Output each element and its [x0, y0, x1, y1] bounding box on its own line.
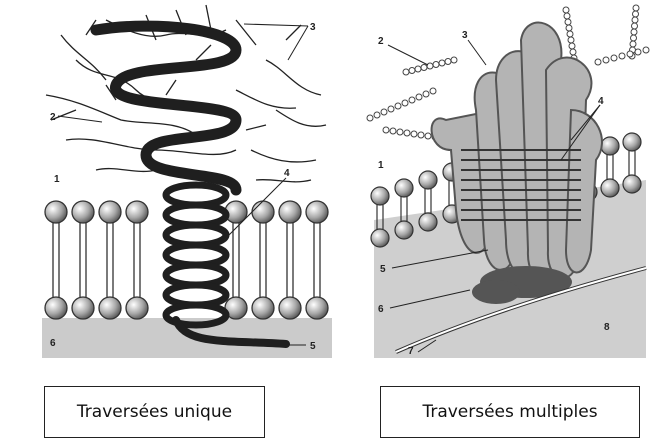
lipid-head	[126, 201, 148, 223]
sugar-bead	[415, 66, 421, 72]
caption-single-pass-text: Traversées unique	[77, 402, 232, 422]
single-pass-diagram: 2 3 1 4 5 6	[36, 0, 338, 362]
sugar-bead	[633, 5, 639, 11]
sugar-bead	[381, 109, 387, 115]
sugar-bead	[433, 62, 439, 68]
label-4: 4	[284, 168, 290, 179]
sugar-bead	[374, 112, 380, 118]
sugar-bead	[427, 63, 433, 69]
sugar-bead	[430, 88, 436, 94]
sugar-bead	[630, 41, 636, 47]
lipid-head	[252, 297, 274, 319]
lipid-head	[279, 201, 301, 223]
sugar-bead	[627, 51, 633, 57]
caption-multi-pass: Traversées multiples	[380, 386, 640, 438]
lipid-head	[601, 137, 619, 155]
sugar-bead	[416, 94, 422, 100]
sugar-bead	[643, 47, 649, 53]
sugar-bead	[565, 19, 571, 25]
label-4: 4	[598, 96, 604, 107]
lipid-head	[623, 133, 641, 151]
sugar-bead	[611, 55, 617, 61]
sugar-bead	[367, 115, 373, 121]
label-1: 1	[378, 160, 384, 171]
sugar-bead	[397, 129, 403, 135]
lipid-head	[126, 297, 148, 319]
lipid-head	[279, 297, 301, 319]
label-7: 7	[408, 346, 414, 357]
sugar-bead	[570, 49, 576, 55]
label-1: 1	[54, 174, 60, 185]
multi-pass-illustration: 2 3 4 1 5 6 7 8	[366, 0, 654, 362]
label-3: 3	[462, 30, 468, 41]
lipid-head	[45, 201, 67, 223]
multi-pass-diagram: 2 3 4 1 5 6 7 8	[366, 0, 654, 362]
sugar-bead	[421, 65, 427, 71]
sugar-bead	[388, 106, 394, 112]
sugar-bead	[631, 35, 637, 41]
sugar-bead	[603, 57, 609, 63]
single-pass-illustration: 2 3 1 4 5 6	[36, 0, 338, 362]
label-2: 2	[378, 36, 384, 47]
lipid-head	[395, 179, 413, 197]
sugar-bead	[404, 130, 410, 136]
lipid-head	[395, 221, 413, 239]
sugar-bead	[451, 57, 457, 63]
label-3: 3	[310, 22, 316, 33]
protein-chain	[96, 26, 236, 190]
lipid-head	[371, 229, 389, 247]
label-5: 5	[310, 341, 316, 352]
label-2: 2	[50, 112, 56, 123]
sugar-bead	[567, 31, 573, 37]
label-8: 8	[604, 322, 610, 333]
sugar-bead	[566, 25, 572, 31]
sugar-bead	[569, 43, 575, 49]
sugar-bead	[445, 59, 451, 65]
lipid-head	[371, 187, 389, 205]
lipid-head	[72, 297, 94, 319]
label-6: 6	[378, 304, 384, 315]
sugar-bead	[403, 69, 409, 75]
sugar-bead	[395, 103, 401, 109]
lipid-head	[72, 201, 94, 223]
sugar-bead	[635, 49, 641, 55]
sugar-bead	[619, 53, 625, 59]
sugar-bead	[402, 100, 408, 106]
transmembrane-helix	[166, 185, 226, 325]
sugar-bead	[631, 29, 637, 35]
label-5: 5	[380, 264, 386, 275]
lipid-head	[306, 297, 328, 319]
sugar-bead	[409, 68, 415, 74]
sugar-bead	[563, 7, 569, 13]
sugar-bead	[564, 13, 570, 19]
lipid-head	[45, 297, 67, 319]
sugar-bead	[595, 59, 601, 65]
sugar-bead	[418, 132, 424, 138]
lipid-head	[252, 201, 274, 223]
lipid-head	[99, 201, 121, 223]
lipid-head	[306, 201, 328, 223]
label-6: 6	[50, 338, 56, 349]
lipid-head	[623, 175, 641, 193]
sugar-bead	[632, 17, 638, 23]
sugar-bead	[409, 97, 415, 103]
caption-multi-pass-text: Traversées multiples	[422, 402, 597, 422]
lipid-head	[601, 179, 619, 197]
sugar-bead	[632, 23, 638, 29]
lipid-head	[419, 213, 437, 231]
lipid-head	[99, 297, 121, 319]
lipid-head	[419, 171, 437, 189]
sugar-bead	[390, 128, 396, 134]
sugar-bead	[411, 131, 417, 137]
sugar-bead	[425, 133, 431, 139]
sugar-bead	[633, 11, 639, 17]
sugar-bead	[383, 127, 389, 133]
caption-single-pass: Traversées unique	[44, 386, 265, 438]
sugar-bead	[568, 37, 574, 43]
sugar-bead	[439, 60, 445, 66]
sugar-bead	[423, 91, 429, 97]
